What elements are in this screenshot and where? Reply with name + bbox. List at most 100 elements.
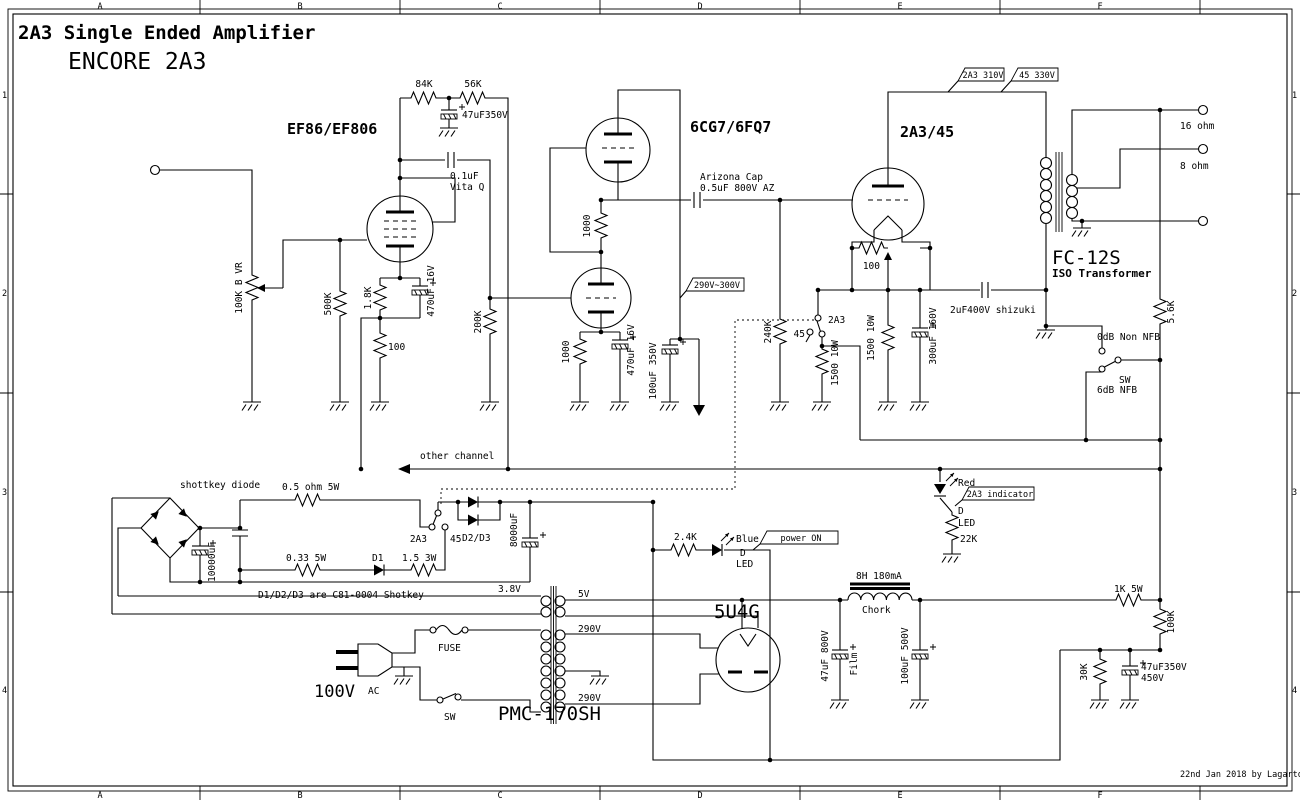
diode-d2 [467,495,479,509]
winding-5v-label: 5V [578,589,590,600]
wires [489,297,571,402]
cathode-wires [379,246,421,402]
rectifier-filament [739,633,757,647]
divider-30k [1093,655,1107,689]
psu-select-switch: 2A3 45 [410,502,461,545]
lower-cathode-cap-label: 470uF 16V [626,324,637,376]
ground-icon [393,675,414,686]
fuse-icon [435,624,463,636]
srpp-link [549,147,601,253]
wires [159,169,253,402]
cathode-resistor-2 [881,321,895,355]
wires [400,159,491,298]
nfb-resistor-label: 5.6K [1166,300,1177,323]
border-row-4-right: 4 [1292,686,1297,696]
ac-plug-icon [357,643,393,677]
bridge-wires [111,497,530,614]
choke-icon [847,592,913,601]
grid-resistor-label: 500K [323,292,334,315]
dropper-1-5-label: 1.5 3W [402,553,437,564]
cathode-resistor [373,281,387,315]
filament-select-switch: 2A3 45 [794,287,845,346]
ground-icon [1089,699,1110,710]
coupling-cap-1 [447,151,455,169]
rectifier-tube: 5U4G [714,601,781,693]
coupling-cap-1-label1: 0.1uF [450,171,479,182]
cathode-resistor-1-label: 1500 10W [830,340,841,386]
opt-sub: ISO Transformer [1052,267,1152,280]
ground-icon [569,401,590,412]
border-col-c-bottom: C [497,791,502,800]
led-resistor-2k4-label: 2.4K [674,532,697,543]
flag-2a3-voltage: 2A3 310V [963,71,1004,81]
filament [873,215,903,231]
nfb-6db-label: 6dB NFB [1097,385,1137,396]
bridge-diode-icon [178,539,187,548]
border-col-b-bottom: B [297,791,302,800]
ultrapath-cap-label: 2uF400V shizuki [950,305,1036,316]
b-plus-decoupling-cap [661,338,687,355]
switch-2a3-label: 2A3 [828,315,845,326]
filter-cap-2 [911,643,937,660]
driver-tube-label: 6CG7/6FQ7 [690,118,771,136]
mains-switch-icon [442,692,457,700]
border-row-3-right: 3 [1292,488,1297,498]
ground-icon [811,401,832,412]
winding-290b-label: 290V [578,693,601,704]
divider-30k-label: 30K [1079,663,1090,680]
diode-d3 [467,513,479,527]
ground-icon [479,401,500,412]
opt-name: FC-12S [1052,247,1121,269]
nfb-switch [1046,325,1160,443]
bridge-diode-icon [178,508,187,517]
nfb-network: 5.6K 0dB Non NFB SW 6dB NFB [822,110,1177,600]
b-plus-decoupling-cap-label: 100uF 350V [648,342,659,399]
ganged-switch-link [440,319,814,504]
rectifier-heater-wires [565,599,759,628]
border-row-1-left: 1 [2,91,7,101]
coupling-cap-2-label2: 0.5uF 800V AZ [700,183,775,194]
border-col-d-bottom: D [697,791,702,800]
lower-cathode-resistor [573,335,587,369]
output-transformer: 16 ohm 8 ohm FC-12S ISO Transformer [1035,104,1215,340]
fuse-label: FUSE [438,643,461,654]
voltage-flag: 290V~300V [679,277,745,299]
cathode-cap-label: 300uF 160V [928,307,939,364]
nfb-return-wire [360,317,380,469]
speaker-terminal-8 [1197,143,1209,155]
filter-cap-3-label2: 450V [1141,673,1164,684]
bridge-rectifier [140,497,200,559]
dropper-top [291,493,325,507]
border-col-f-top: F [1097,2,1102,12]
border-col-b-top: B [297,2,302,12]
plate-resistor-84k-label: 84K [415,79,432,90]
ground-icon [909,401,930,412]
dropper-1-5 [407,563,441,577]
hum-pot-label: 100 [863,261,880,272]
red-led-flag: 2A3 indicator [967,490,1034,500]
ground-icon [941,553,962,564]
output-cap-8000 [521,531,547,548]
schematic-title: 2A3 Single Ended Amplifier [18,22,315,44]
plate-resistor-56k-label: 56K [464,79,481,90]
divider-100k-label: 100K [1166,610,1177,633]
other-channel-label: other channel [420,451,494,462]
lower-grid-resistor-label: 200K [473,310,484,333]
border-col-c-top: C [497,2,502,12]
border-col-e-bottom: E [897,791,902,800]
border-col-a-bottom: A [97,791,102,800]
upper-cathode-resistor [594,209,608,243]
reservoir-cap-label: 10000uF [207,542,218,582]
red-led-led-label: LED [958,518,975,529]
power-transformer-label: PMC-170SH [498,703,601,725]
rectifier-tube-circle [715,627,781,693]
lower-cathode-resistor-label: 1000 [561,340,572,363]
switch-45-label: 45 [794,329,805,340]
flag-45-voltage: 45 330V [1019,71,1055,81]
output-tube-label: 2A3/45 [900,123,954,141]
choke-name-label: Chork [862,605,891,616]
led-resistor-22k [945,511,959,545]
to-other-channel-arrow-icon [693,405,705,416]
wires [392,666,541,713]
bias-flags: 2A3 310V 45 330V [947,67,1059,93]
